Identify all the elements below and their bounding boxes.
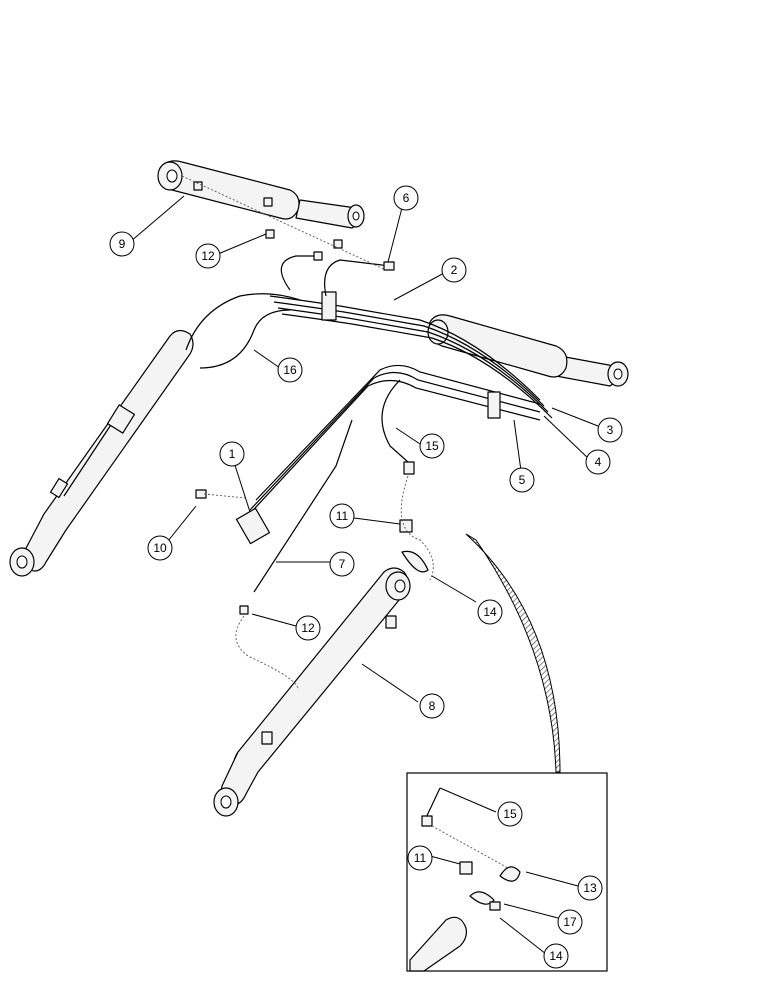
svg-text:10: 10 [153, 541, 167, 555]
callout-15[interactable]: 15 [419, 433, 445, 459]
svg-text:11: 11 [336, 509, 349, 523]
callout-10[interactable]: 10 [147, 535, 173, 561]
svg-text:14: 14 [549, 949, 563, 963]
detail-swoosh [465, 533, 561, 773]
hose-15 [381, 379, 409, 463]
dash-line [181, 175, 387, 271]
top-cylinder [157, 160, 365, 229]
right-cylinder [427, 314, 629, 387]
callout-14[interactable]: 14 [477, 599, 503, 625]
svg-text:16: 16 [283, 363, 297, 377]
detail-callout-14[interactable]: 14 [543, 943, 569, 969]
svg-text:6: 6 [403, 191, 410, 205]
detail-callout-15[interactable]: 15 [497, 801, 523, 827]
detail-callout-17[interactable]: 17 [557, 909, 583, 935]
fittings [195, 229, 429, 615]
hose-7 [253, 419, 353, 593]
svg-text:12: 12 [301, 621, 315, 635]
dash-line [203, 493, 247, 499]
callout-4[interactable]: 4 [585, 449, 611, 475]
svg-text:15: 15 [503, 807, 517, 821]
detail-callout-13[interactable]: 13 [577, 875, 603, 901]
hose-16 [185, 293, 301, 369]
hose-bundle [243, 291, 553, 521]
dash-line [235, 615, 299, 691]
callout-12b[interactable]: 12 [295, 615, 321, 641]
svg-text:5: 5 [519, 473, 526, 487]
svg-text:1: 1 [229, 447, 236, 461]
dash-line [400, 475, 434, 581]
callout-2[interactable]: 2 [441, 257, 467, 283]
callout-7[interactable]: 7 [329, 551, 355, 577]
svg-text:3: 3 [607, 423, 614, 437]
svg-text:15: 15 [425, 439, 439, 453]
callout-16[interactable]: 16 [277, 357, 303, 383]
svg-text:12: 12 [201, 249, 215, 263]
svg-text:8: 8 [429, 699, 436, 713]
lower-cylinder [213, 567, 411, 817]
callout-9[interactable]: 9 [109, 231, 135, 257]
svg-text:13: 13 [583, 881, 597, 895]
svg-text:14: 14 [483, 605, 497, 619]
svg-text:17: 17 [563, 915, 577, 929]
callout-3[interactable]: 3 [597, 417, 623, 443]
svg-text:7: 7 [339, 557, 346, 571]
detail-callout-11[interactable]: 11 [407, 845, 433, 871]
callout-1[interactable]: 1 [219, 441, 245, 467]
callout-11[interactable]: 11 [329, 503, 355, 529]
callout-12a[interactable]: 12 [195, 243, 221, 269]
svg-text:11: 11 [414, 851, 427, 865]
svg-text:4: 4 [595, 455, 602, 469]
callouts: 1 2 3 4 5 6 7 8 9 10 11 12 12 14 15 16 1… [109, 185, 623, 969]
left-cylinder [9, 329, 194, 577]
callout-5[interactable]: 5 [509, 467, 535, 493]
hose-6 [280, 255, 391, 297]
svg-text:9: 9 [119, 237, 126, 251]
svg-text:2: 2 [451, 263, 458, 277]
callout-8[interactable]: 8 [419, 693, 445, 719]
callout-6[interactable]: 6 [393, 185, 419, 211]
